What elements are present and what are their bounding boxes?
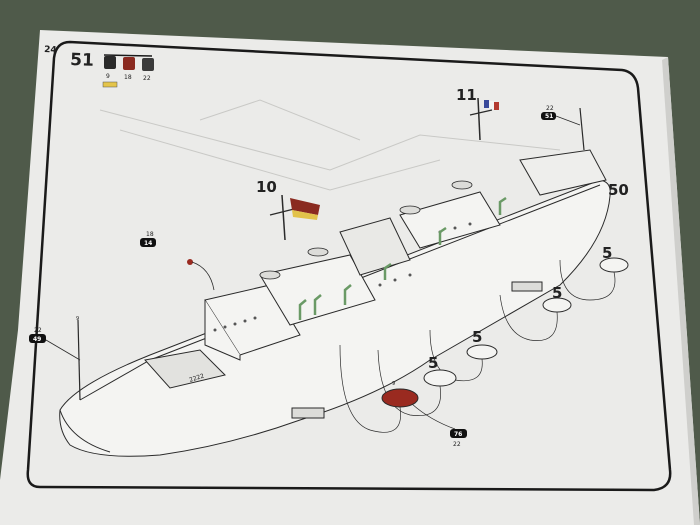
boat-step-label-1: 5 — [602, 244, 612, 262]
mast-assembly-11: 11 — [456, 86, 499, 141]
bow-mast — [77, 319, 81, 401]
part-tag-22-51: 22 51 — [541, 105, 585, 151]
stern-deck — [519, 149, 607, 196]
paint-pot-22 — [142, 58, 154, 71]
bow — [59, 409, 111, 453]
part-tag-18-14: 18 14 — [140, 231, 215, 291]
part-76-badge — [450, 429, 467, 438]
paint-arrow — [103, 54, 153, 57]
part-tag-22-49: 22 49 9 — [29, 316, 81, 401]
mast-11-yard — [469, 109, 493, 116]
paint-legend: 9 18 22 — [102, 54, 154, 88]
stand-leg-2 — [511, 281, 543, 292]
paper-shadow — [662, 57, 700, 525]
part-76-label: 76 — [454, 431, 462, 438]
paint-pot-9 — [104, 56, 116, 69]
mast-10 — [281, 194, 286, 241]
paint-code-22: 22 — [143, 75, 151, 82]
flag-10-stripe — [292, 210, 318, 220]
lifeboat-2: 5 — [499, 284, 572, 342]
part-22-49-bottom: 49 — [33, 336, 41, 343]
flag-11-red — [494, 102, 499, 110]
davits — [298, 196, 507, 320]
mast-assembly-10: 10 — [256, 178, 320, 241]
aft-superstructure — [399, 191, 501, 249]
part-22-51-badge — [541, 112, 556, 120]
red-part — [187, 259, 193, 265]
forward-hatch — [144, 349, 226, 389]
part-22-51-top: 22 — [546, 105, 554, 112]
portholes — [213, 222, 472, 332]
boat-step-label-2: 5 — [552, 284, 562, 302]
stand-leg-1 — [291, 407, 325, 419]
mast-11 — [477, 97, 481, 141]
flag-10 — [290, 198, 320, 215]
part-22-49-badge — [29, 334, 46, 343]
part-9-mast-label: 9 — [76, 316, 79, 322]
step-callout-50: 50 — [608, 181, 629, 199]
part-18-14-top: 18 — [146, 231, 154, 238]
part-22-51-bottom: 51 — [545, 113, 553, 120]
flag-11-white — [489, 101, 494, 109]
step-callout-11: 11 — [456, 86, 477, 104]
part-9-boat-label: 9 — [392, 381, 395, 387]
hull-marking: 2222 — [188, 372, 205, 383]
boat-step-label-3: 5 — [472, 328, 482, 346]
step-number: 51 — [70, 50, 94, 71]
bridge-front — [204, 300, 241, 361]
flag-11-blue — [484, 100, 489, 108]
lifeboat-red: 9 — [339, 344, 419, 433]
ship-model — [59, 149, 611, 457]
deck-lifeboats — [259, 180, 473, 280]
mid-superstructure — [259, 254, 376, 326]
paint-pot-18 — [123, 57, 135, 70]
lifeboat-4: 5 — [377, 349, 457, 416]
step-callout-10: 10 — [256, 178, 277, 196]
part-18-14-bottom: 14 — [144, 240, 152, 247]
ghost-ship-outline — [99, 99, 561, 191]
part-tag-76: 76 22 — [411, 403, 467, 448]
part-22-under-76: 22 — [453, 441, 461, 448]
lifeboat-1: 5 — [559, 244, 629, 301]
page-number: 24 — [44, 45, 57, 56]
page-frame — [26, 40, 672, 492]
boat-step-label-4: 5 — [428, 354, 438, 372]
paint-code-18: 18 — [124, 74, 132, 81]
part-22-49-top: 22 — [34, 327, 42, 334]
stern-mast — [579, 107, 585, 151]
part-18-14-badge — [140, 238, 156, 247]
funnel-block — [339, 217, 411, 276]
paint-code-9: 9 — [106, 73, 110, 80]
glue-icon — [102, 81, 118, 88]
lifeboats-loose: 5 5 5 5 9 — [339, 244, 629, 433]
